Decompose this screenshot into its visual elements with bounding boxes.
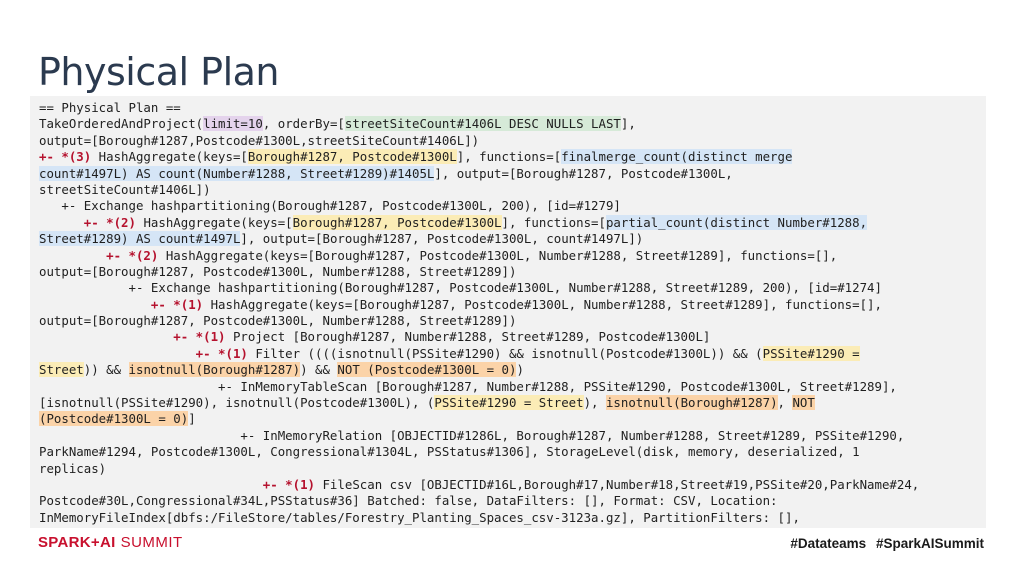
code-highlight: streetSiteCount#1406L DESC NULLS LAST [344,116,621,132]
code-text: [isnotnull(PSSite#1290), isnotnull(Postc… [39,395,435,411]
code-highlight: NOT [792,395,815,411]
stage-marker: +- *(1) [39,476,316,492]
code-text: +- Exchange hashpartitioning(Borough#128… [39,198,621,214]
code-line: +- Exchange hashpartitioning(Borough#128… [39,198,986,214]
code-line: [isnotnull(PSSite#1290), isnotnull(Postc… [39,395,986,411]
code-line: PushedFilters: [], ReadSchema: struct<OB… [39,526,986,528]
code-text: Filter ((((isnotnull(PSSite#1290) && isn… [247,345,763,361]
code-highlight: limit=10 [203,116,263,132]
code-highlight: Borough#1287, Postcode#1300L [292,214,502,230]
code-line: +- *(1) HashAggregate(keys=[Borough#1287… [39,297,986,313]
code-highlight: PSSite#1290 = Street [434,395,584,411]
code-line: == Physical Plan == [39,100,986,116]
code-text: , [777,395,793,411]
code-line: TakeOrderedAndProject(limit=10, orderBy=… [39,116,986,132]
code-text: == Physical Plan == [39,100,181,115]
code-highlight: isnotnull(Borough#1287) [605,395,778,411]
code-text: ], output=[Borough#1287, Postcode#1300L,… [240,231,644,247]
code-text: ), [583,395,606,411]
physical-plan-code-block: == Physical Plan ==TakeOrderedAndProject… [30,96,986,528]
code-line: +- InMemoryTableScan [Borough#1287, Numb… [39,379,986,395]
code-text: ) [516,362,524,378]
code-line: Street#1289) AS count#1497L], output=[Bo… [39,231,986,247]
code-text: Project [Borough#1287, Number#1288, Stre… [225,329,711,345]
stage-marker: +- *(2) [39,214,136,230]
code-line: +- Exchange hashpartitioning(Borough#128… [39,280,986,296]
code-line: Postcode#30L,Congressional#34L,PSStatus#… [39,493,986,509]
code-line: +- *(2) HashAggregate(keys=[Borough#1287… [39,248,986,264]
code-line: InMemoryFileIndex[dbfs:/FileStore/tables… [39,510,986,526]
code-line: +- *(1) FileScan csv [OBJECTID#16L,Borou… [39,477,986,493]
code-text: )) && [83,362,129,378]
code-line: output=[Borough#1287,Postcode#1300L,stre… [39,133,986,149]
stage-marker: +- *(1) [39,329,226,345]
slide-title: Physical Plan [38,50,280,94]
code-highlight: count#1497L) AS count(Number#1288, Stree… [39,165,435,181]
code-text: ], functions=[ [456,149,562,165]
code-text: output=[Borough#1287,Postcode#1300L,stre… [39,132,480,148]
code-text: , orderBy=[ [262,116,345,132]
code-line: output=[Borough#1287, Postcode#1300L, Nu… [39,264,986,280]
code-line: streetSiteCount#1406L]) [39,182,986,198]
logo-bold-text: SPARK+AI [38,534,116,551]
code-highlight: (Postcode#1300L = 0) [39,411,189,427]
code-text: +- InMemoryTableScan [Borough#1287, Numb… [39,378,897,394]
code-text: HashAggregate(keys=[Borough#1287, Postco… [158,247,838,263]
code-text: ParkName#1294, Postcode#1300L, Congressi… [39,444,860,460]
code-line: +- *(2) HashAggregate(keys=[Borough#1287… [39,214,986,231]
code-text: replicas) [39,460,107,476]
code-text: ], [620,116,636,132]
code-line: replicas) [39,461,986,477]
code-text: TakeOrderedAndProject( [39,116,204,132]
code-line: count#1497L) AS count(Number#1288, Stree… [39,165,986,182]
code-line: +- *(1) Project [Borough#1287, Number#12… [39,329,986,345]
hashtags: #Datateams #SparkAISummit [784,536,984,551]
code-text: HashAggregate(keys=[Borough#1287, Postco… [203,296,882,312]
code-text: PushedFilters: [], ReadSchema: struct<OB… [39,526,763,528]
stage-marker: +- *(1) [39,345,248,361]
code-text: FileScan csv [OBJECTID#16L,Borough#17,Nu… [315,476,920,492]
code-line: Street)) && isnotnull(Borough#1287)) && … [39,362,986,378]
stage-marker: +- *(1) [39,296,204,312]
spark-ai-summit-logo: SPARK+AI SUMMIT [38,534,183,551]
code-text: ], functions=[ [501,214,606,230]
logo-thin-text: SUMMIT [120,534,183,551]
code-text: streetSiteCount#1406L]) [39,181,211,197]
code-highlight: Street [39,362,84,378]
code-text: +- InMemoryRelation [OBJECTID#1286L, Bor… [39,427,905,443]
code-line: output=[Borough#1287, Postcode#1300L, Nu… [39,313,986,329]
code-line: (Postcode#1300L = 0)] [39,411,986,427]
code-highlight: NOT (Postcode#1300L = 0) [337,362,517,378]
code-text: +- Exchange hashpartitioning(Borough#128… [39,280,882,296]
code-highlight: Borough#1287, Postcode#1300L [247,149,457,165]
code-text: Postcode#30L,Congressional#34L,PSStatus#… [39,493,778,509]
hashtag-sparkaisummit: #SparkAISummit [875,536,984,551]
code-text: HashAggregate(keys=[ [91,149,248,165]
code-line: +- *(3) HashAggregate(keys=[Borough#1287… [39,149,986,165]
code-text: output=[Borough#1287, Postcode#1300L, Nu… [39,313,517,329]
code-text: output=[Borough#1287, Postcode#1300L, Nu… [39,263,517,279]
code-line: +- *(1) Filter ((((isnotnull(PSSite#1290… [39,345,986,362]
code-highlight: finalmerge_count(distinct merge [561,149,793,165]
code-highlight: partial_count(distinct Number#1288, [605,214,868,230]
code-text: ], output=[Borough#1287, Postcode#1300L, [434,165,733,181]
code-highlight: PSSite#1290 = [762,345,860,361]
code-highlight: isnotnull(Borough#1287) [128,362,301,378]
code-text: HashAggregate(keys=[ [135,214,293,230]
stage-marker: +- *(2) [39,247,159,263]
code-text: ] [188,411,196,427]
stage-marker: +- *(3) [39,149,92,165]
code-line: +- InMemoryRelation [OBJECTID#1286L, Bor… [39,428,986,444]
code-text: ) && [300,362,338,378]
hashtag-datateams: #Datateams [790,536,867,551]
code-line: ParkName#1294, Postcode#1300L, Congressi… [39,444,986,460]
code-text: InMemoryFileIndex[dbfs:/FileStore/tables… [39,509,800,525]
code-highlight: Street#1289) AS count#1497L [39,231,241,247]
